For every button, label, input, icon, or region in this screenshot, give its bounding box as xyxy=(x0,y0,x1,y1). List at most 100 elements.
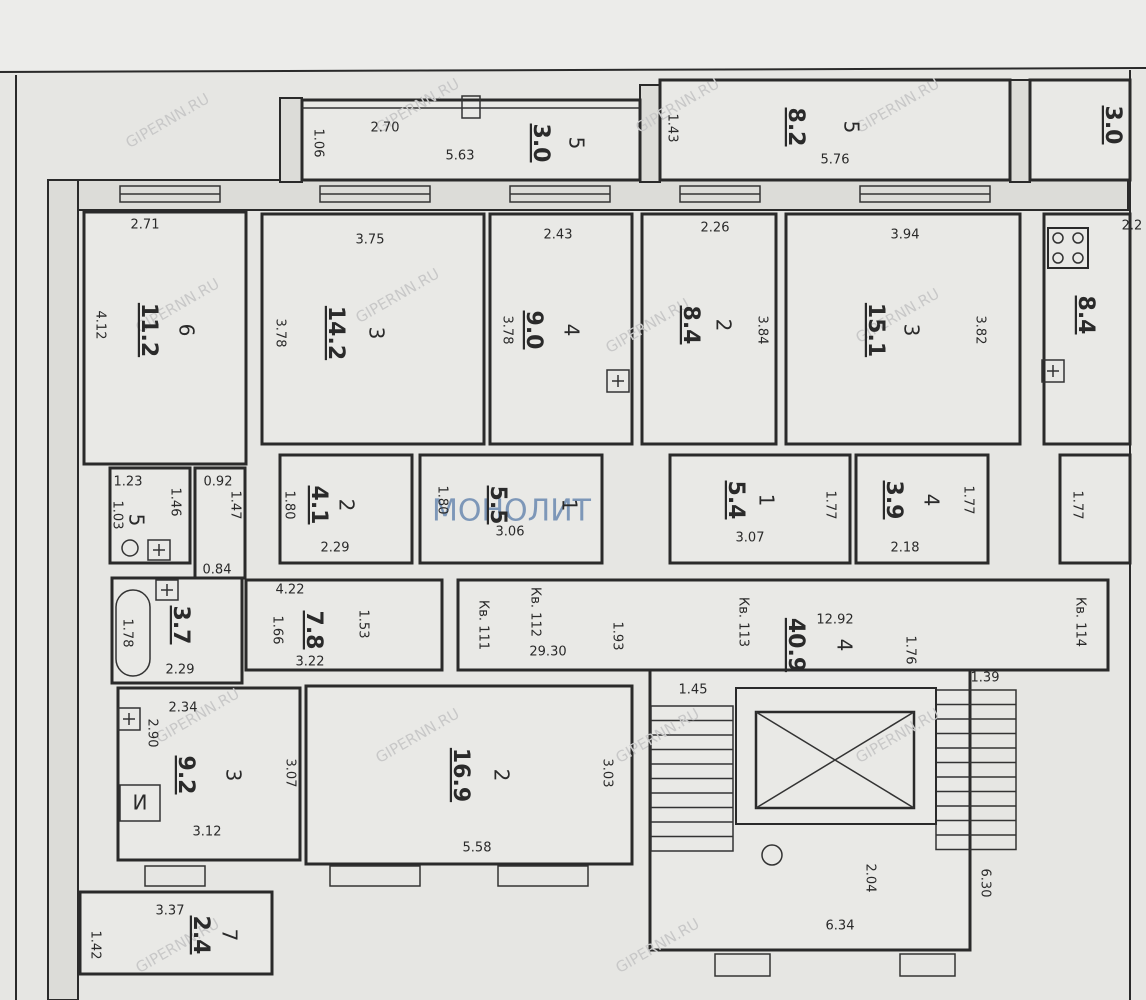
room-labels: 5 3.0 2.70 1.06 5.63 5 8.2 1.43 5.76 3.0… xyxy=(88,106,1143,960)
plan-label: 29.30 xyxy=(529,645,566,660)
plan-label: 7 xyxy=(218,929,242,942)
plan-label: 5.63 xyxy=(446,149,475,164)
plan-label: 2.34 xyxy=(169,701,198,716)
plan-label: 0.84 xyxy=(203,563,232,578)
electric-stove-icon xyxy=(119,784,161,822)
paper-top xyxy=(0,0,1146,70)
plan-label: 1.43 xyxy=(665,114,680,143)
plan-label: 12.92 xyxy=(816,613,853,628)
plan-label: 2 xyxy=(712,319,736,332)
plan-line xyxy=(899,953,956,977)
balcony-7 xyxy=(78,890,274,976)
room-2c xyxy=(304,684,634,866)
drain-icon xyxy=(761,844,783,866)
plan-label: 4 xyxy=(560,324,584,337)
plan-label: 16.9 xyxy=(448,748,473,802)
balcony-top-left xyxy=(300,98,642,182)
plan-label: 1.46 xyxy=(168,488,183,517)
toilet-icon xyxy=(121,539,139,557)
plan-label: 0.92 xyxy=(204,475,233,490)
plan-label: 3.84 xyxy=(755,316,770,345)
plan-label: 3.03 xyxy=(600,759,615,788)
plan-line xyxy=(735,687,937,825)
plan-label: 2 xyxy=(335,499,359,512)
apartment-111-label: Кв. 111 xyxy=(476,600,491,650)
plan-label: 5 xyxy=(565,137,589,150)
plan-label: 2.2 xyxy=(1122,219,1143,234)
plan-label: 2.18 xyxy=(891,541,920,556)
plan-line xyxy=(714,953,771,977)
room-2b xyxy=(640,212,778,446)
stairs-left xyxy=(650,705,734,852)
elevator-shaft xyxy=(735,687,937,825)
balcony-top-right xyxy=(658,78,1012,182)
room-4b xyxy=(854,453,990,565)
plan-label: 1.39 xyxy=(971,671,1000,686)
plan-label: 3.12 xyxy=(193,825,222,840)
plan-line xyxy=(754,710,916,810)
plan-label: 40.9 xyxy=(783,618,808,672)
plan-label: 2.26 xyxy=(701,221,730,236)
plan-label: 3.75 xyxy=(356,233,385,248)
plan-line xyxy=(755,711,915,809)
plan-label: 1.77 xyxy=(1070,491,1085,520)
plan-label: 1.78 xyxy=(120,619,135,648)
plan-label: 8.4 xyxy=(1073,296,1098,335)
plan-label: 1.80 xyxy=(435,486,450,515)
plan-label: 3 xyxy=(900,324,924,337)
plan-label: 1.77 xyxy=(823,491,838,520)
plan-label: 5 xyxy=(840,121,864,134)
plan-label: 2.4 xyxy=(188,916,213,955)
exterior-walls xyxy=(47,79,1129,1000)
plan-label: 14.2 xyxy=(323,306,348,360)
plan-label: 5.4 xyxy=(723,481,748,520)
apartment-112-label: Кв. 112 xyxy=(528,587,543,637)
plan-label: 5 xyxy=(125,514,149,527)
plan-label: 1 xyxy=(558,499,582,512)
frame-top xyxy=(0,67,1146,73)
plan-line xyxy=(606,369,630,393)
plan-label: 3.22 xyxy=(296,655,325,670)
plan-label: 2.90 xyxy=(145,719,160,748)
plan-line xyxy=(1072,252,1084,264)
plan-label: 1 xyxy=(755,494,779,507)
plan-label: 3.07 xyxy=(283,759,298,788)
bathtub-icon xyxy=(115,589,151,677)
plan-line xyxy=(329,865,421,887)
plan-label: 4 xyxy=(920,494,944,507)
wc xyxy=(108,466,192,565)
plan-line xyxy=(1052,232,1064,244)
wc-passage xyxy=(193,466,247,580)
room-3b xyxy=(784,212,1022,446)
plan-label: 8.2 xyxy=(783,108,808,147)
windows xyxy=(119,185,991,203)
plan-label: 1.45 xyxy=(679,683,708,698)
plan-label: 1.42 xyxy=(88,931,103,960)
room-3c xyxy=(116,686,302,862)
monolit-logo: МОНОЛИТ xyxy=(432,494,592,529)
plan-label: 4.22 xyxy=(276,583,305,598)
corridor xyxy=(456,578,1110,672)
stair-hall xyxy=(648,668,972,952)
plan-label: 4.12 xyxy=(93,311,108,340)
plan-label: 8.4 xyxy=(678,306,703,345)
plan-line xyxy=(279,97,303,183)
windows-bottom xyxy=(144,865,956,977)
plan-label: 1.76 xyxy=(903,636,918,665)
plan-label: 6.34 xyxy=(826,919,855,934)
plan-label: 1.53 xyxy=(356,610,371,639)
plan-label: 3.0 xyxy=(1100,106,1125,145)
plan-label: 4 xyxy=(833,639,857,652)
plan-line xyxy=(47,179,1129,211)
plan-line xyxy=(47,179,79,1000)
balcony-far-right xyxy=(1028,78,1132,182)
plan-label: 1.47 xyxy=(228,491,243,520)
plan-label: 2.71 xyxy=(131,218,160,233)
balcony-post xyxy=(461,95,481,119)
plan-label: GIPERNN.RU xyxy=(122,89,212,151)
plan-label: 2.04 xyxy=(863,864,878,893)
plan-label: 1.06 xyxy=(311,129,326,158)
plan-line xyxy=(497,865,589,887)
plan-label: 2.70 xyxy=(371,121,400,136)
